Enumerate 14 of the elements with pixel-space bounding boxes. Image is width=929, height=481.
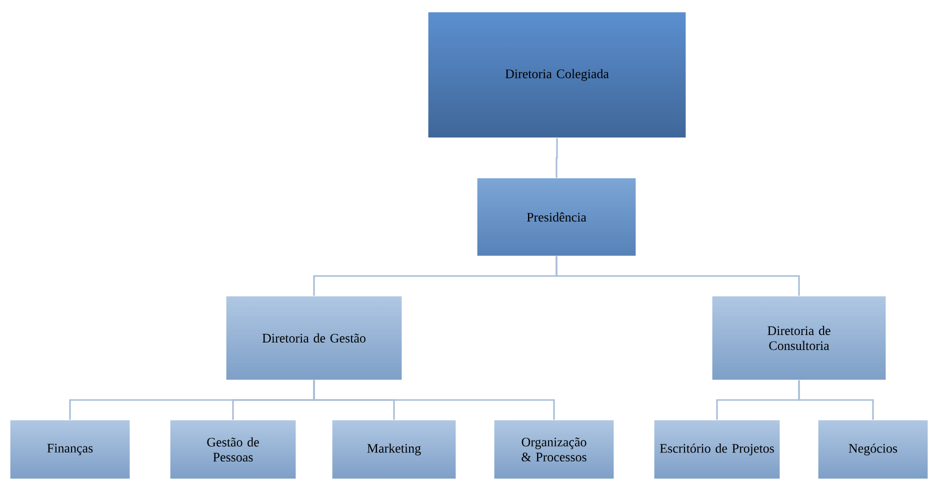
org-box: Finanças: [10, 420, 130, 480]
org-box: Presidência: [476, 178, 636, 256]
org-box: Diretoria de Gestão: [226, 296, 402, 380]
org-box: Escritório de Projetos: [654, 420, 780, 480]
connector: [556, 138, 558, 178]
org-box: Marketing: [332, 420, 456, 480]
org-box: Organização & Processos: [494, 420, 614, 480]
org-box: Diretoria Colegiada: [428, 12, 686, 138]
org-box: Gestão de Pessoas: [170, 420, 296, 480]
connector: [798, 380, 874, 420]
org-box: Diretoria de Consultoria: [712, 296, 886, 380]
org-box: Negócios: [818, 420, 928, 480]
connector: [313, 380, 555, 420]
connector: [556, 256, 800, 296]
